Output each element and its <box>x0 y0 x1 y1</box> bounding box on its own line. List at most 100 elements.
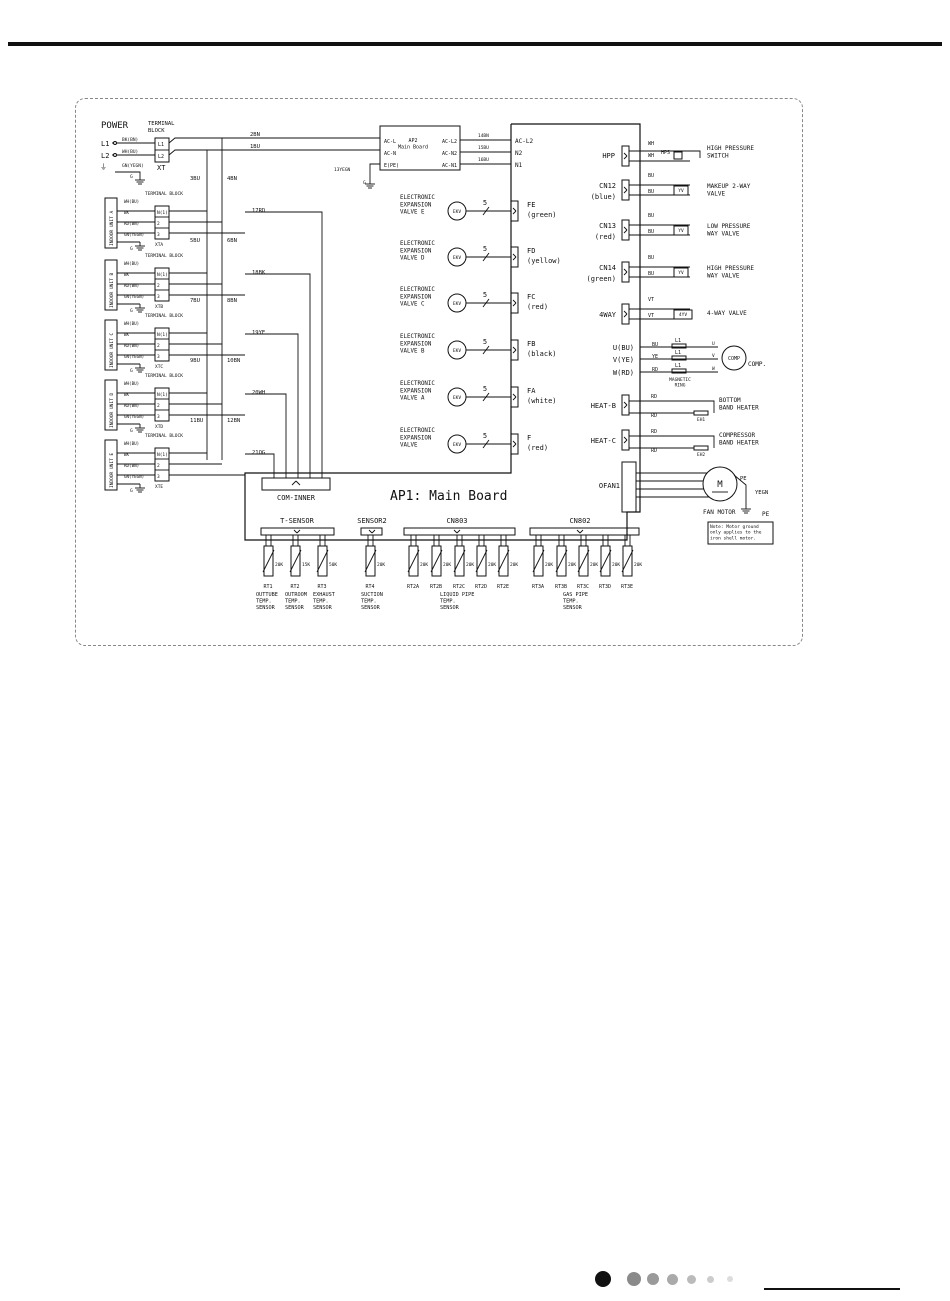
coil-box <box>673 225 689 236</box>
terminal-number: 3 <box>157 232 160 238</box>
hps-symbol <box>673 151 683 160</box>
sensor-id: RT2A <box>407 584 419 590</box>
sensor-resistance: 20K <box>510 562 518 568</box>
pe-label: PE <box>740 476 747 482</box>
fourway-connector <box>623 310 628 315</box>
fan-motor <box>702 466 738 502</box>
sensor-id: RT4 <box>365 584 374 590</box>
indoor-unit-box <box>104 439 118 491</box>
fan-motor-name: FAN MOTOR <box>703 509 736 516</box>
thermistor <box>263 545 274 577</box>
valve-connector-color: (yellow) <box>527 257 561 265</box>
ap2-pin: AC-N <box>384 151 396 157</box>
sensor-resistance: 20K <box>443 562 451 568</box>
pin-count: 5 <box>483 338 487 346</box>
power-ground-wire <box>115 171 141 176</box>
thermistor <box>621 549 634 573</box>
terminal-block-indoor <box>154 387 170 422</box>
terminal-l2: L2 <box>158 154 164 160</box>
page-dot <box>727 1276 733 1282</box>
yegn-label: YEGN <box>755 490 768 496</box>
comp-terminal: W <box>712 366 715 372</box>
thermistor <box>289 549 302 573</box>
wire-2bn <box>168 137 380 144</box>
wire-color: BU <box>648 189 654 195</box>
power-title: POWER <box>101 121 129 131</box>
thermistor <box>556 545 567 577</box>
coil-label: YV <box>678 228 684 234</box>
valve-connector <box>621 261 630 283</box>
wire-color: BU <box>648 271 654 277</box>
indoor-wire-color: GN(YEGN) <box>124 294 144 299</box>
thermistor <box>533 545 544 577</box>
sensor-resistance: 20K <box>568 562 576 568</box>
heater-label: EH1 <box>697 417 705 423</box>
wire-color: VT <box>648 297 654 303</box>
coil-label: L1 <box>675 350 681 356</box>
valve-connector <box>510 246 519 268</box>
wire-label: 19YE <box>252 330 265 336</box>
indoor-unit-label: INDOOR UNIT E <box>109 452 115 488</box>
indoor-unit-box <box>104 379 118 431</box>
wire-signal <box>245 333 299 478</box>
sensor-resistance: 20K <box>488 562 496 568</box>
wire-label: 3BU <box>190 176 200 182</box>
sensor-connector <box>529 527 640 536</box>
thermistor <box>454 545 465 577</box>
valve-wire <box>482 206 490 216</box>
sensor-connector <box>579 529 584 534</box>
valve-connector <box>623 271 628 276</box>
valve-connector-name: FC <box>527 293 535 301</box>
ekv-label: EKV <box>453 209 461 215</box>
sensor-id: RT2D <box>475 584 487 590</box>
sensor-connector <box>293 529 298 534</box>
indoor-wire-color: WH(BU) <box>124 261 139 266</box>
sensor-id: RT3C <box>577 584 589 590</box>
wire-label: 1BU <box>250 144 260 150</box>
sensor-resistance: 20K <box>612 562 620 568</box>
terminal-block-name: XTB <box>155 304 163 310</box>
indoor-wire-color: WH(BU) <box>124 381 139 386</box>
hpp-connector <box>623 155 628 160</box>
terminal-block-indoor <box>154 267 170 302</box>
terminal-number: 3 <box>157 474 160 480</box>
power-node <box>113 141 117 145</box>
heater-wire <box>629 400 715 413</box>
sensor-resistance: 50K <box>329 562 337 568</box>
thermistor <box>407 549 420 573</box>
page-dot <box>667 1273 678 1285</box>
indoor-unit-label: INDOOR UNIT D <box>109 392 115 428</box>
heater-connector-name: HEAT-C <box>591 437 616 445</box>
terminal-number: 2 <box>157 463 160 469</box>
indoor-wire-color: BK <box>124 272 130 277</box>
power-wire-color: WH(BU) <box>122 149 138 155</box>
header-rule <box>8 42 942 46</box>
valve-connector <box>512 393 517 398</box>
wire-label: 7BU <box>190 298 200 304</box>
ap1-title: AP1: Main Board <box>390 489 507 504</box>
thermistor <box>476 545 487 577</box>
wire-label: 16BU <box>478 157 489 163</box>
ekv-label: EKV <box>453 395 461 401</box>
indoor-wire-color: RD(BN) <box>124 221 139 226</box>
valve-wire <box>482 345 490 355</box>
valve-connector <box>510 339 519 361</box>
heater-connector <box>623 404 628 409</box>
sensor-id: RT1 <box>263 584 272 590</box>
wire-color: BU <box>648 173 654 179</box>
sensor-connector <box>296 529 301 534</box>
sensor-resistance: 20K <box>420 562 428 568</box>
page-dot <box>595 1271 611 1287</box>
magnetic-ring <box>671 368 687 374</box>
wire-label: 6BN <box>227 238 237 244</box>
indoor-wire-color: GN(YEGN) <box>124 232 144 237</box>
coil-label: L1 <box>675 363 681 369</box>
fourway-connector <box>621 303 630 325</box>
terminal-block-indoor <box>154 447 170 482</box>
valve-connector <box>512 346 517 351</box>
thermistor <box>578 545 589 577</box>
wire-color: RD <box>651 394 657 400</box>
